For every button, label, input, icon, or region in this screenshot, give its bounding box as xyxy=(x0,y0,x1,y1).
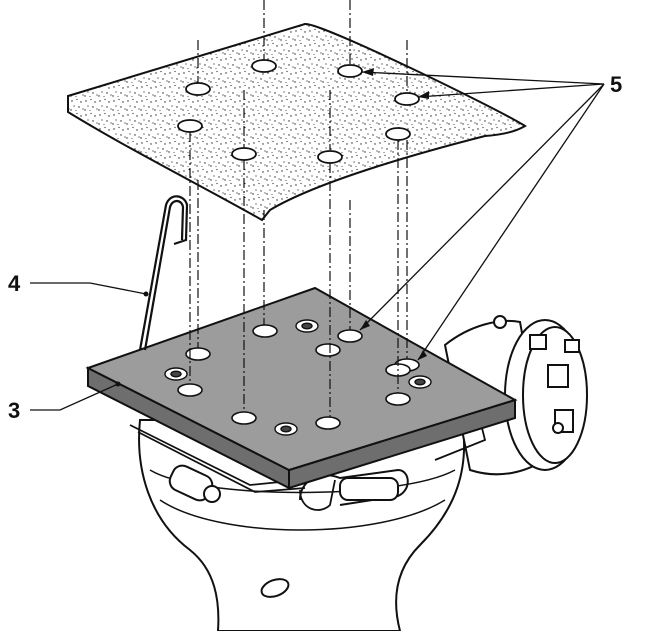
callout-4: 4 xyxy=(8,271,21,296)
sheet-hole xyxy=(385,127,411,141)
plate-hole xyxy=(177,383,203,397)
plate-hole xyxy=(385,392,411,406)
plate-hole xyxy=(315,416,341,430)
leader-lines xyxy=(30,71,605,411)
sheet-hole xyxy=(231,147,257,161)
alignment-lines xyxy=(189,0,408,417)
sheet-hole xyxy=(251,59,277,73)
sheet-hole xyxy=(317,150,343,164)
leader-arrowheads xyxy=(115,68,429,387)
base-plate-screws xyxy=(164,319,432,436)
base-plate xyxy=(85,286,518,490)
sheet-hole xyxy=(337,64,363,78)
plate-hole xyxy=(252,324,278,338)
sheet-hole xyxy=(177,119,203,133)
sander-body xyxy=(138,419,466,631)
sheet-holes xyxy=(177,59,420,164)
callout-5: 5 xyxy=(610,72,622,97)
abrasive-sheet xyxy=(67,23,527,222)
plate-hole xyxy=(315,343,341,357)
sheet-hole xyxy=(185,82,211,96)
sheet-surface xyxy=(67,23,527,222)
wire-clip xyxy=(138,195,189,351)
plate-hole xyxy=(231,411,257,425)
callout-3: 3 xyxy=(8,398,20,423)
base-plate-top xyxy=(85,286,518,472)
plate-hole xyxy=(337,329,363,343)
sheet-hole xyxy=(394,92,420,106)
